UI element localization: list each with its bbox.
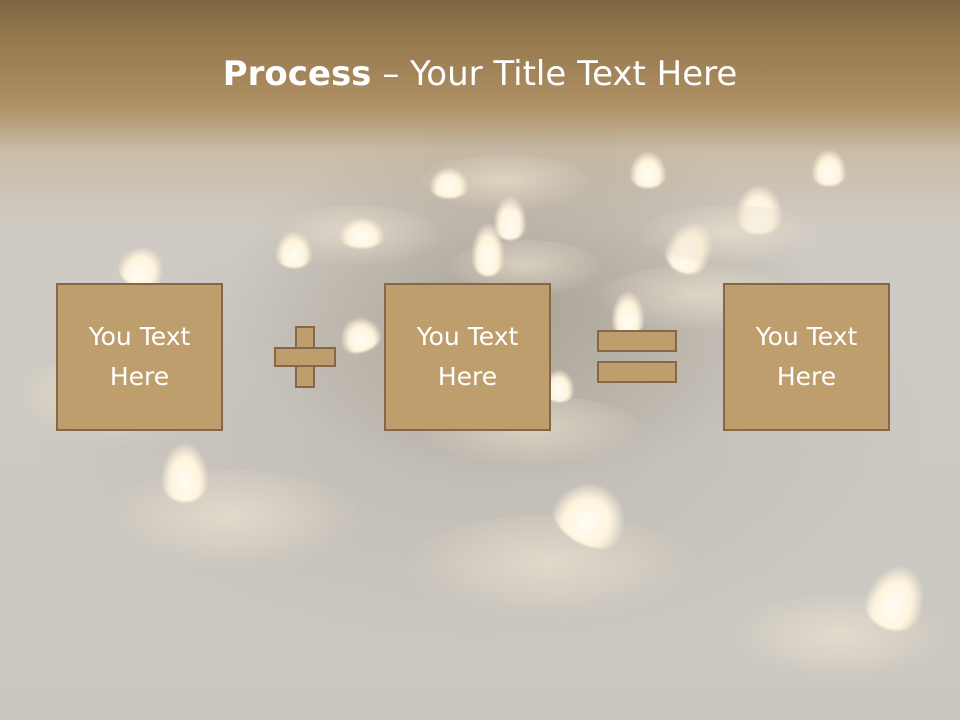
title-rest: – Your Title Text Here	[371, 54, 738, 94]
process-box-3[interactable]: You Text Here	[723, 283, 890, 431]
process-box-1[interactable]: You Text Here	[56, 283, 223, 431]
slide-title: Process – Your Title Text Here	[0, 52, 960, 96]
box-label: You Text Here	[88, 322, 191, 391]
equals-icon	[597, 330, 677, 384]
process-box-2[interactable]: You Text Here	[384, 283, 551, 431]
box-label: You Text Here	[416, 322, 519, 391]
plus-icon	[274, 326, 336, 388]
title-strong: Process	[222, 54, 372, 94]
box-label: You Text Here	[755, 322, 858, 391]
header-band	[0, 0, 960, 150]
